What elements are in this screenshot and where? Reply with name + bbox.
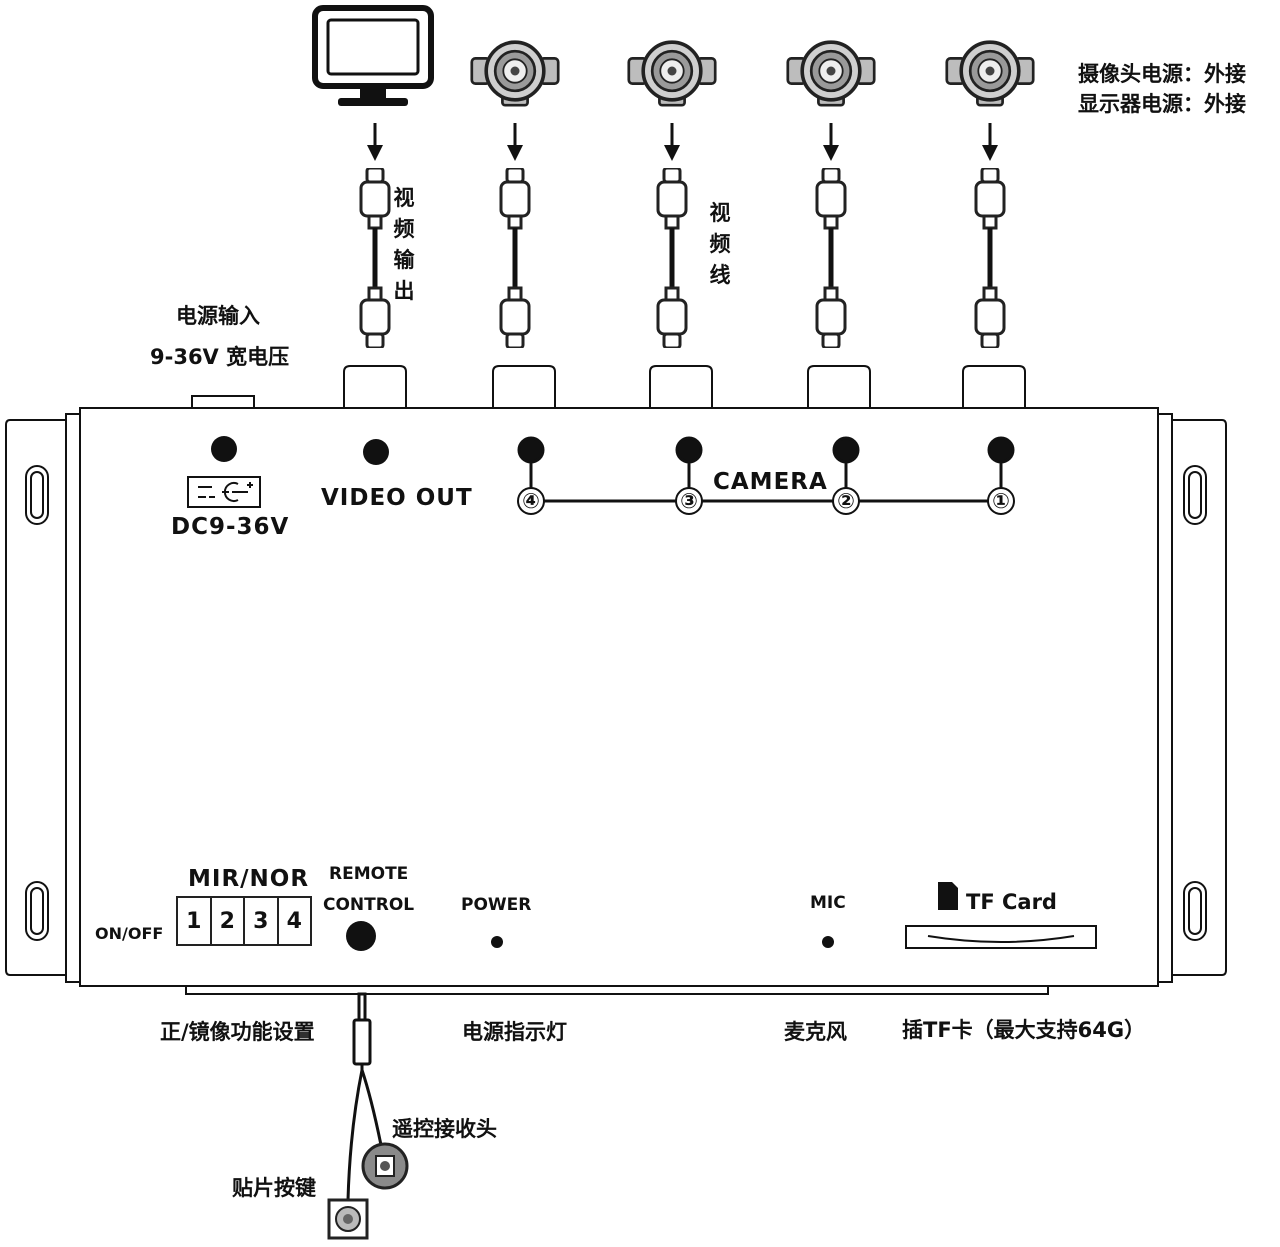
down-arrow-icon <box>365 123 385 163</box>
camera-label: CAMERA <box>713 469 828 495</box>
dc-power-icon <box>187 476 261 508</box>
monitor-icon <box>312 5 434 106</box>
video-cable-icon <box>361 168 389 348</box>
dip-switch-3[interactable]: 3 <box>245 898 279 944</box>
remote-receiver-icon <box>361 1142 409 1190</box>
panel-port <box>211 436 389 465</box>
down-arrow-icon <box>505 123 525 163</box>
camera-icon <box>786 40 876 107</box>
power-input-label: 电源输入 <box>176 304 260 328</box>
video-cable-icon <box>976 168 1004 348</box>
camera-power-note: 摄像头电源：外接 <box>1078 62 1246 86</box>
control-label: CONTROL <box>323 895 415 915</box>
video-out-label: VIDEO OUT <box>321 485 473 511</box>
dip-switch-4[interactable]: 4 <box>286 908 302 934</box>
camera-port <box>517 436 1015 503</box>
patch-button-label: 贴片按键 <box>232 1176 316 1200</box>
video-cable-icon <box>658 168 686 348</box>
down-arrow-icon <box>662 123 682 163</box>
dip-switch-1[interactable]: 1 <box>178 898 212 944</box>
on-off-label: ON/OFF <box>95 924 164 943</box>
sd-card-icon <box>938 882 958 910</box>
remote-label: REMOTE <box>329 864 409 884</box>
power-label: POWER <box>461 895 532 915</box>
remote-control-port[interactable] <box>346 921 376 951</box>
remote-receiver-label: 遥控接收头 <box>392 1117 497 1141</box>
down-arrow-icon <box>980 123 1000 163</box>
video-output-label: 视频输出 <box>393 186 415 303</box>
camera-port-number: ④ <box>522 489 540 513</box>
power-indicator-label: 电源指示灯 <box>462 1020 567 1044</box>
tf-insert-label: 插TF卡（最大支持64G） <box>902 1018 1146 1042</box>
dc-label: DC9-36V <box>171 514 290 540</box>
mic-hole <box>822 936 834 948</box>
remote-cable <box>346 992 384 1201</box>
panel-sockets <box>191 365 1026 411</box>
camera-port-number: ① <box>992 489 1010 513</box>
mic-label: MIC <box>810 893 846 913</box>
mirror-setting-label: 正/镜像功能设置 <box>160 1020 315 1044</box>
dip-switch[interactable]: 1 2 3 4 <box>176 896 312 946</box>
down-arrow-icon <box>821 123 841 163</box>
power-led <box>491 936 503 948</box>
voltage-range-label: 9-36V 宽电压 <box>150 345 290 369</box>
camera-icon <box>945 40 1035 107</box>
microphone-label: 麦克风 <box>784 1020 847 1044</box>
dip-switch-2[interactable]: 2 <box>212 898 245 944</box>
camera-port-number: ② <box>837 489 855 513</box>
mir-nor-label: MIR/NOR <box>188 866 310 892</box>
device-chassis <box>5 407 1227 995</box>
camera-icon <box>470 40 560 107</box>
tf-card-slot[interactable] <box>905 925 1097 949</box>
mounting-slot <box>25 465 1207 941</box>
video-cable-icon <box>817 168 845 348</box>
camera-icon <box>627 40 717 107</box>
camera-port-number: ③ <box>680 489 698 513</box>
tf-card-label: TF Card <box>966 890 1057 914</box>
display-power-note: 显示器电源：外接 <box>1078 92 1246 116</box>
patch-button-icon <box>327 1198 369 1240</box>
video-cable-icon <box>501 168 529 348</box>
video-cable-label: 视频线 <box>709 201 731 287</box>
